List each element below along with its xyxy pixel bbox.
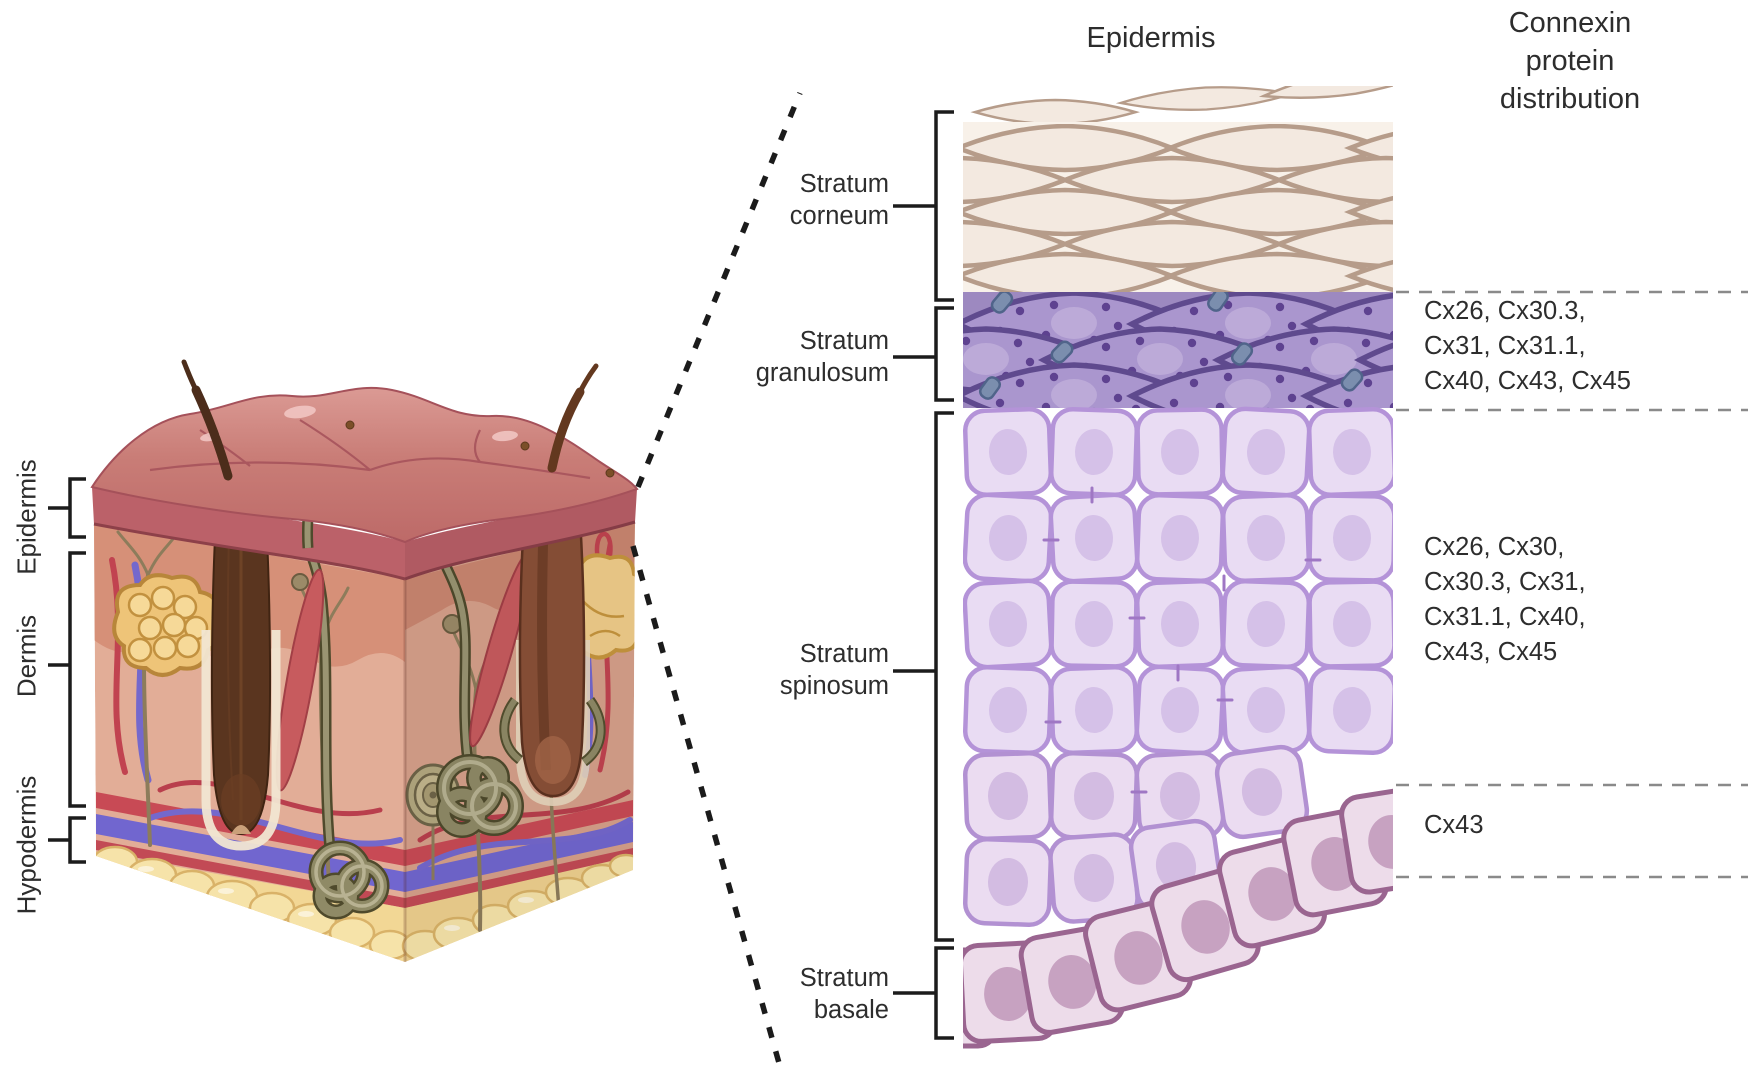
- bracket-dermis: [48, 551, 86, 808]
- bracket-epidermis: [48, 477, 86, 539]
- hair-shafts: [181, 359, 599, 481]
- label-epidermis: Epidermis: [11, 459, 42, 575]
- connector-bottom: [630, 545, 784, 1070]
- skin-surface-top: [90, 386, 639, 544]
- connexins-granulosum: Cx26, Cx30.3, Cx31, Cx31.1, Cx40, Cx43, …: [1424, 297, 1631, 395]
- epidermis-panel: [963, 86, 1396, 1046]
- bracket-stratum-corneum: [893, 110, 954, 302]
- epidermis-panel-title: Epidermis: [1086, 22, 1216, 54]
- label-stratum-spinosum: Stratum spinosum: [779, 640, 889, 700]
- distribution-dashed-guides: [1396, 290, 1748, 879]
- label-stratum-basale: Stratum basale: [799, 964, 889, 1024]
- skin-layer-brackets: [48, 477, 86, 864]
- hypodermis-fat: [94, 845, 635, 962]
- label-stratum-corneum: Stratum corneum: [789, 170, 889, 230]
- bracket-hypodermis: [48, 816, 86, 864]
- label-hypodermis: Hypodermis: [11, 775, 42, 915]
- bracket-stratum-spinosum: [893, 411, 954, 942]
- stratum-granulosum-cells: [963, 292, 1393, 408]
- connexins-basale: Cx43: [1424, 811, 1484, 839]
- skin-block-3d: [90, 359, 639, 962]
- arrector-pili-muscle: [275, 568, 325, 792]
- stratum-spinosum-cells: [964, 408, 1396, 926]
- bracket-stratum-granulosum: [893, 306, 954, 402]
- connector-top: [635, 91, 803, 489]
- label-stratum-granulosum: Stratum granulosum: [755, 327, 889, 387]
- stratum-corneum-cells: [963, 86, 1393, 298]
- zoom-connector-lines: [630, 91, 803, 1070]
- meissner-corpuscle: [291, 573, 309, 591]
- epidermis-layer-brackets: [893, 110, 954, 1040]
- epidermis-rim-left: [92, 487, 405, 579]
- bracket-stratum-basale: [893, 946, 954, 1040]
- desmosome-ticks: [1042, 486, 1322, 794]
- connexin-column-title: Connexin protein distribution: [1499, 7, 1641, 115]
- sweat-gland-right: [436, 559, 524, 838]
- label-dermis: Dermis: [11, 614, 42, 698]
- epidermis-rim-right: [405, 489, 637, 579]
- skin-pores: [345, 420, 615, 478]
- connexins-spinosum: Cx26, Cx30, Cx30.3, Cx31, Cx31.1, Cx40, …: [1424, 533, 1586, 666]
- sweat-gland-left: [303, 545, 390, 920]
